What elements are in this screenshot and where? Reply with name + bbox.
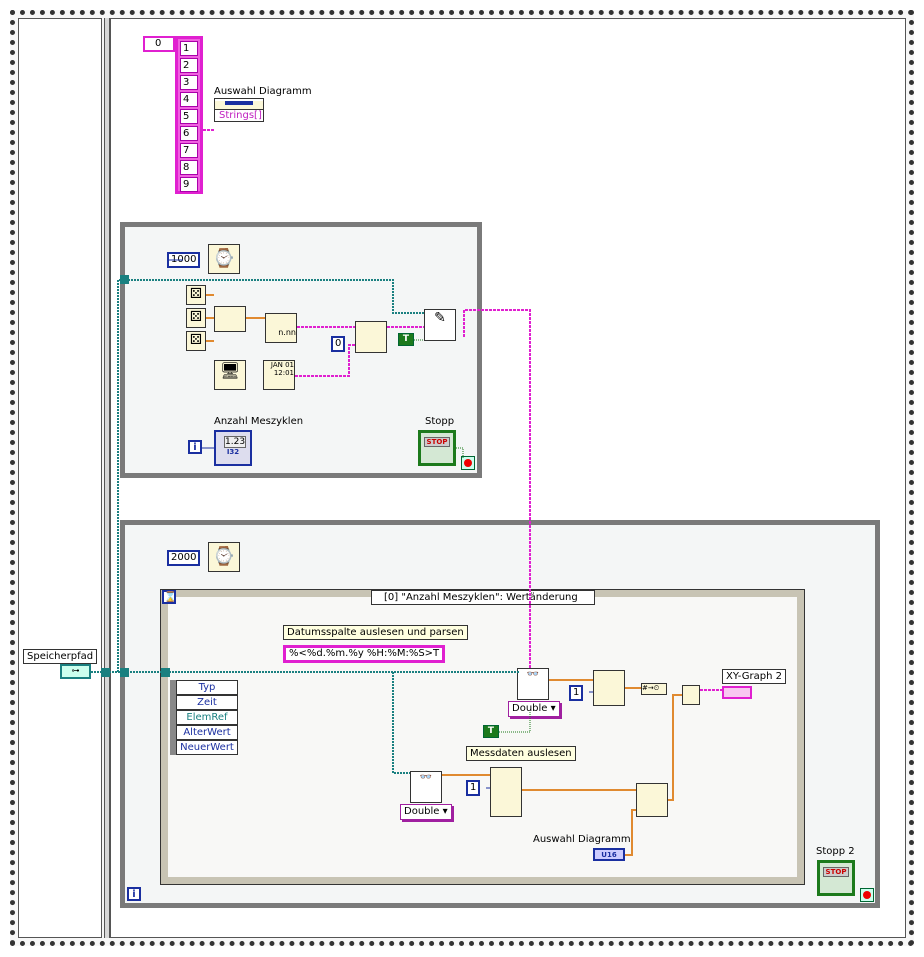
xy-graph-2-terminal[interactable] [722,686,752,699]
insert-into-array-icon[interactable] [355,321,387,353]
write-spreadsheet-file-icon[interactable]: ✎ [424,309,456,341]
read-spreadsheet-file-icon-2[interactable]: 👓 [410,771,442,803]
stop-2-button[interactable]: STOP [817,860,855,896]
event-case-selector[interactable]: [0] "Anzahl Meszyklen": Wertänderung [371,590,595,605]
ring-property-label: Auswahl Diagramm [214,86,312,97]
tunnel-icons [101,275,170,677]
anzahl-meszyklen-indicator[interactable]: 1.23 I32 [214,430,252,466]
loop-condition-stop-icon [461,456,475,470]
event-data-item: NeuerWert [176,740,238,755]
index-zero-constant[interactable]: 0 [331,336,346,352]
random-dice-icon[interactable]: ⚄ [186,285,206,305]
true-constant-2[interactable]: T [483,725,499,738]
iteration-terminal: i [188,440,202,454]
index-one-constant-2[interactable]: 1 [466,780,481,796]
graph-label: XY-Graph 2 [722,669,786,684]
index-array-icon-2[interactable] [490,767,522,817]
ring-property-node[interactable]: Strings[] [214,98,264,122]
type-selector-double[interactable]: Double ▾ [508,701,560,717]
number-to-string-icon[interactable]: n.nn [265,313,297,343]
index-array-icon[interactable] [593,670,625,706]
event-data-item: Zeit [176,695,238,710]
comment-measurement-data: Messdaten auslesen [466,746,576,761]
event-data-item: AlterWert [176,725,238,740]
random-dice-icon[interactable]: ⚄ [186,308,206,328]
stop-2-label: Stopp 2 [816,846,855,857]
timeout-hourglass-icon: ⌛ [162,590,177,604]
array-constant[interactable]: 1 2 3 4 5 6 7 8 9 [175,36,203,194]
get-date-time-icon[interactable]: 🖥 [214,360,246,390]
indicator-label: Anzahl Meszyklen [214,416,304,427]
indicator-type: I32 [226,448,240,456]
array-item: 2 [180,58,198,73]
array-item: 4 [180,92,198,107]
iteration-terminal-2: i [127,887,141,901]
true-constant[interactable]: T [398,333,414,346]
index-one-constant[interactable]: 1 [569,685,584,701]
auswahl-terminal-label: Auswahl Diagramm [533,834,631,845]
format-string-constant[interactable]: %<%d.%m.%y %H:%M:%S>T [283,645,446,663]
path-control-label: Speicherpfad [23,649,98,664]
sequence-frame-divider [104,18,110,938]
array-item: 5 [180,109,198,124]
array-item: 1 [180,41,198,56]
read-spreadsheet-file-icon[interactable]: 👓 [517,668,549,700]
stop-label: Stopp [425,416,455,427]
array-item: 7 [180,143,198,158]
event-data-item: Typ [176,680,238,695]
indicator-value: 1.23 [224,436,246,448]
wait-ms-constant-2[interactable]: 2000 [167,550,201,566]
array-item: 3 [180,75,198,90]
index-array-icon-3[interactable] [636,783,668,817]
array-item: 8 [180,160,198,175]
to-timestamp-icon[interactable]: #→⏲ [641,683,667,695]
wait-ms-icon-2[interactable]: ⌚ [208,542,240,572]
event-data-node: Typ Zeit ElemRef AlterWert NeuerWert [170,680,238,755]
event-data-item: ElemRef [176,710,238,725]
speicherpfad-path-control[interactable]: ⊶ [60,664,91,679]
array-index[interactable]: 0 [143,36,175,52]
format-date-time-icon[interactable]: JAN 01 12:01 [263,360,295,390]
build-array-icon[interactable] [214,306,246,332]
property-strings: Strings[] [219,110,262,121]
bundle-icon[interactable] [682,685,700,705]
random-dice-icon[interactable]: ⚄ [186,331,206,351]
auswahl-diagramm-terminal[interactable]: U16 [593,848,625,861]
wait-ms-icon[interactable]: ⌚ [208,244,240,274]
sequence-frame-1 [18,18,102,938]
loop-condition-stop-icon-2 [860,888,874,902]
array-item: 9 [180,177,198,192]
comment-date-column: Datumsspalte auslesen und parsen [283,625,468,640]
stop-button[interactable]: STOP [418,430,456,466]
array-item: 6 [180,126,198,141]
type-selector-double-2[interactable]: Double ▾ [400,804,452,820]
